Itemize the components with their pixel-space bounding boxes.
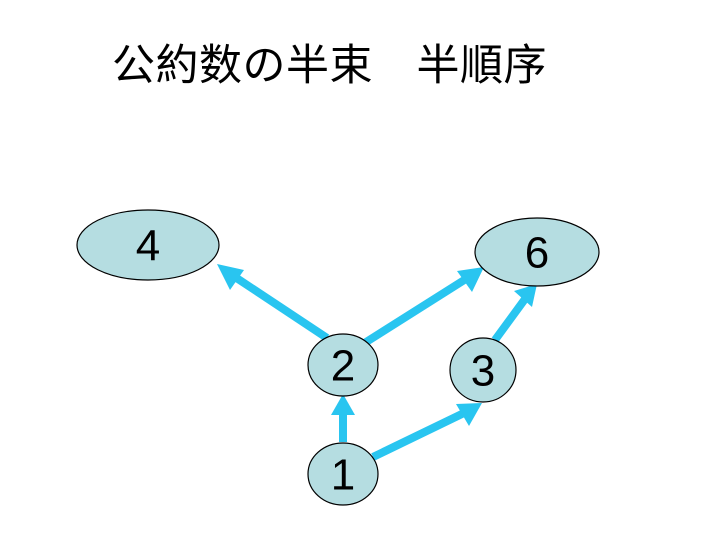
edge-1-to-2-arrowhead	[331, 394, 355, 415]
edge-1-to-3-arrowhead	[456, 403, 482, 426]
node-3-shape[interactable]	[449, 337, 517, 403]
edge-2-to-6	[360, 267, 484, 348]
edge-2-to-6-arrowhead	[457, 267, 484, 292]
node-3-label: 3	[471, 347, 495, 396]
node-6[interactable]: 6	[474, 217, 600, 287]
edge-3-to-6	[491, 284, 537, 343]
edge-1-to-3	[371, 403, 482, 461]
node-1-label: 1	[331, 451, 355, 500]
page-title: 公約数の半束 半順序	[112, 43, 547, 90]
edge-2-to-4	[217, 264, 330, 342]
edge-2-to-4-line	[229, 271, 330, 342]
node-6-shape[interactable]	[474, 217, 600, 287]
edge-3-to-6-arrowhead	[514, 284, 537, 307]
node-3[interactable]: 3	[449, 337, 517, 403]
node-6-label: 6	[525, 229, 549, 278]
diagram-edges	[217, 264, 537, 461]
node-2-shape[interactable]	[307, 333, 379, 397]
edge-3-to-6-line	[491, 296, 529, 343]
node-1[interactable]: 1	[307, 442, 379, 506]
node-2[interactable]: 2	[307, 333, 379, 397]
node-1-shape[interactable]	[307, 442, 379, 506]
edge-2-to-4-arrowhead	[217, 264, 244, 290]
node-4-shape[interactable]	[76, 209, 220, 281]
edge-1-to-2	[331, 394, 355, 442]
node-4-label: 4	[136, 222, 160, 271]
node-4[interactable]: 4	[76, 209, 220, 281]
edge-2-to-6-line	[360, 273, 472, 348]
diagram-nodes: 4 6 2 3 1	[76, 209, 600, 506]
node-2-label: 2	[331, 342, 355, 391]
edge-1-to-3-line	[371, 408, 468, 461]
